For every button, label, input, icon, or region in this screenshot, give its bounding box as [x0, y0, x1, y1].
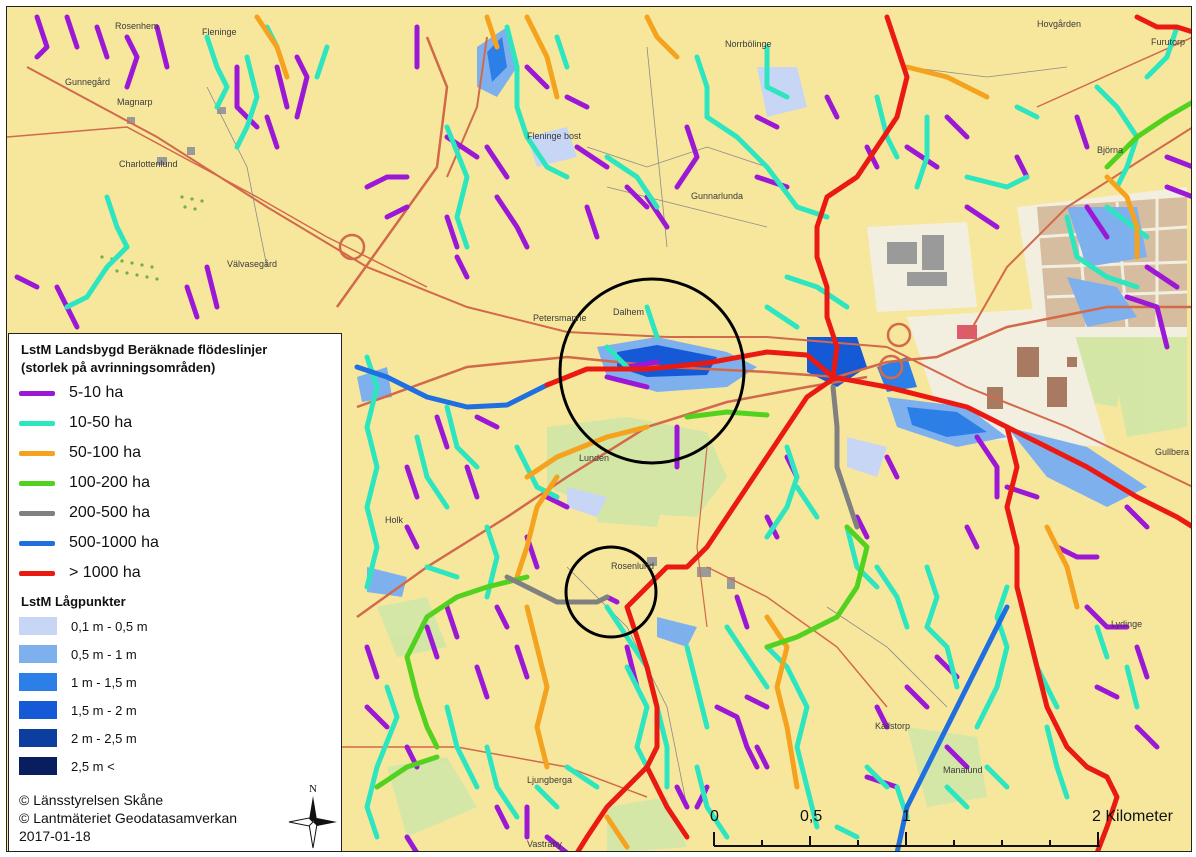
legend-flow-row: > 1000 ha — [19, 560, 141, 586]
legend-flow-label: 100-200 ha — [69, 474, 150, 491]
legend-flow-label: 5-10 ha — [69, 384, 124, 401]
north-arrow-icon: N — [286, 782, 340, 852]
legend-depth-row: 2 m - 2,5 m — [19, 728, 137, 748]
place-label: Rosenlund — [611, 561, 655, 571]
map-canvas[interactable]: Rosenhem Fleninge Gunnegård Magnarp Char… — [6, 6, 1192, 852]
legend-line-swatch — [19, 480, 55, 486]
legend-depth-row: 2,5 m < — [19, 756, 115, 776]
legend-depth-label: 1 m - 1,5 m — [71, 674, 137, 690]
legend-flow-label: 500-1000 ha — [69, 534, 159, 551]
place-label: Björna — [1097, 145, 1124, 155]
flow-200-500 — [504, 384, 860, 605]
legend-depth-row: 1 m - 1,5 m — [19, 672, 137, 692]
scale-label: 0,5 — [800, 808, 823, 825]
roundabouts — [338, 233, 912, 380]
map-legend: LstM Landsbygd Beräknade flödeslinjer (s… — [8, 333, 342, 852]
legend-depth-row: 1,5 m - 2 m — [19, 700, 137, 720]
place-label: Charlottenlund — [119, 159, 178, 169]
place-label: Lunden — [579, 453, 610, 463]
legend-flow-row: 200-500 ha — [19, 500, 150, 526]
map-layers — [7, 14, 1191, 851]
legend-line-swatch — [19, 420, 55, 426]
legend-depth-row: 0,1 m - 0,5 m — [19, 616, 148, 636]
legend-depth-label: 2 m - 2,5 m — [71, 730, 137, 746]
legend-flow-label: 200-500 ha — [69, 504, 150, 521]
place-label: Fleninge bost — [527, 131, 582, 141]
legend-depth-label: 1,5 m - 2 m — [71, 702, 137, 718]
place-label: Petersmanne — [533, 313, 587, 323]
scale-label: 1 — [902, 808, 911, 825]
legend-fill-swatch — [19, 701, 57, 719]
flow-500-1000 — [354, 364, 1010, 851]
minor-roads — [206, 46, 1068, 808]
place-label: Furutorp — [1151, 37, 1186, 47]
scale-bar: 0 0,5 1 2 Kilometer — [700, 808, 1180, 852]
place-label: Vastraby — [527, 839, 562, 849]
place-label: Manalund — [943, 765, 983, 775]
place-label: Rosenhem — [115, 21, 159, 31]
place-label: Magnarp — [117, 97, 153, 107]
place-label: Hovgården — [1037, 19, 1082, 29]
legend-flow-label: 10-50 ha — [69, 414, 133, 431]
legend-flow-row: 500-1000 ha — [19, 530, 159, 556]
place-label: Gunnegård — [65, 77, 111, 87]
flow-50-100 — [254, 14, 1140, 850]
legend-flow-label: > 1000 ha — [69, 564, 141, 581]
legend-flow-row: 100-200 ha — [19, 470, 150, 496]
legend-depth-title: LstM Lågpunkter — [21, 594, 126, 609]
legend-depth-label: 2,5 m < — [71, 758, 115, 774]
legend-fill-swatch — [19, 617, 57, 635]
legend-depth-row: 0,5 m - 1 m — [19, 644, 137, 664]
legend-flow-subtitle: (storlek på avrinningsområden) — [21, 360, 216, 375]
place-label: Norrbölinge — [725, 39, 772, 49]
legend-fill-swatch — [19, 645, 57, 663]
flow-over-1000 — [544, 14, 1191, 851]
scale-label: 2 Kilometer — [1092, 808, 1173, 825]
legend-flow-row: 5-10 ha — [19, 380, 123, 406]
legend-flow-title: LstM Landsbygd Beräknade flödeslinjer — [21, 342, 268, 357]
legend-depth-label: 0,1 m - 0,5 m — [71, 618, 148, 634]
place-label: Ljungberga — [527, 775, 573, 785]
place-label: Lydinge — [1111, 619, 1143, 629]
buildings — [127, 107, 947, 589]
legend-fill-swatch — [19, 729, 57, 747]
legend-fill-swatch — [19, 673, 57, 691]
flow-100-200 — [374, 100, 1191, 790]
dotted-field — [100, 195, 204, 281]
place-label: Kallstorp — [875, 721, 911, 731]
legend-line-swatch — [19, 510, 55, 516]
legend-line-swatch — [19, 390, 55, 396]
legend-fill-swatch — [19, 757, 57, 775]
place-label: Gunnarlunda — [691, 191, 744, 201]
legend-line-swatch — [19, 450, 55, 456]
legend-depth-label: 0,5 m - 1 m — [71, 646, 137, 662]
map-date: 2017-01-18 — [19, 828, 91, 844]
place-label: Välvasegård — [227, 259, 278, 269]
copyright-lansstyrelsen: © Länsstyrelsen Skåne — [19, 792, 164, 808]
legend-flow-row: 10-50 ha — [19, 410, 132, 436]
place-label: Fleninge — [202, 27, 237, 37]
north-label: N — [309, 783, 317, 795]
legend-flow-label: 50-100 ha — [69, 444, 142, 461]
place-label: Dalhem — [613, 307, 645, 317]
place-label: Gullbera — [1155, 447, 1190, 457]
legend-line-swatch — [19, 540, 55, 546]
highlight-circles — [558, 277, 746, 639]
legend-flow-row: 50-100 ha — [19, 440, 141, 466]
scale-label: 0 — [710, 808, 719, 825]
legend-line-swatch — [19, 570, 55, 576]
place-label: Holk — [385, 515, 404, 525]
copyright-lantmateriet: © Lantmäteriet Geodatasamverkan — [19, 810, 238, 826]
